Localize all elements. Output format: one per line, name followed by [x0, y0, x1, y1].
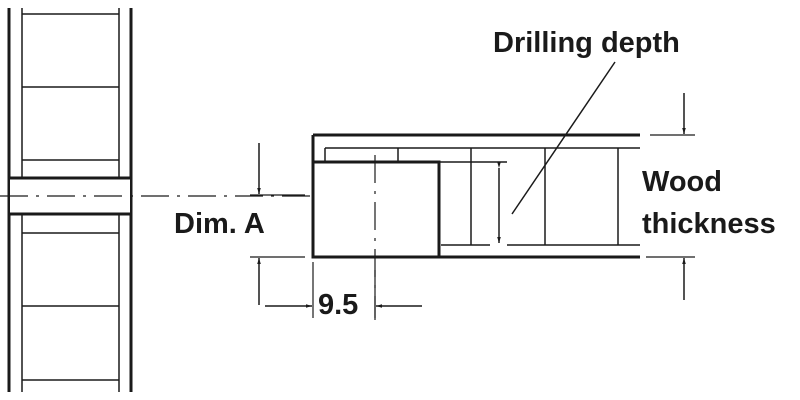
dim-a-label: Dim. A — [174, 208, 265, 240]
drilling-depth-label: Drilling depth — [493, 27, 680, 59]
offset-value-label: 9.5 — [318, 289, 359, 321]
drilling-depth-leader — [511, 61, 616, 215]
side-panel — [7, 8, 133, 392]
connector-section — [311, 133, 640, 320]
thickness-label: thickness — [642, 208, 776, 240]
wood-label: Wood — [642, 166, 722, 198]
